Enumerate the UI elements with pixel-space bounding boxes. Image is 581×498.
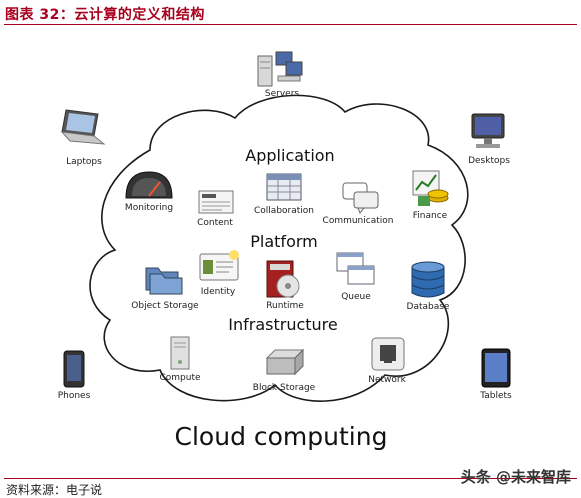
application-layer-label: Application [245, 146, 335, 165]
gauge-icon [125, 171, 173, 199]
spreadsheet-icon [266, 173, 302, 201]
laptops-label: Laptops [66, 157, 102, 167]
compute-label: Compute [159, 373, 201, 383]
hard-drive-icon [265, 348, 305, 376]
network-jack-icon [371, 337, 405, 371]
finance-icon [412, 170, 449, 206]
server-tower-icon [170, 336, 190, 370]
block-storage-label: Block Storage [252, 383, 316, 393]
database-label: Database [406, 302, 450, 312]
desktop-icon [471, 113, 505, 148]
queue-label: Queue [341, 292, 371, 302]
phone-icon [63, 350, 85, 388]
runtime-icon [266, 260, 300, 298]
servers-icon [257, 51, 303, 87]
servers-label: Servers [264, 89, 300, 99]
platform-layer-label: Platform [250, 232, 318, 251]
figure-title: 图表 32：云计算的定义和结构 [5, 7, 205, 23]
identity-label: Identity [200, 287, 236, 297]
collaboration-label: Collaboration [254, 206, 314, 216]
laptop-icon [60, 109, 106, 145]
source-note: 资料来源：电子说 [6, 483, 103, 497]
communication-label: Communication [322, 216, 394, 226]
header-rule [4, 24, 577, 25]
infrastructure-layer-label: Infrastructure [228, 315, 338, 334]
tablets-label: Tablets [480, 391, 512, 401]
footer-rule [4, 478, 577, 479]
runtime-label: Runtime [266, 301, 304, 311]
monitoring-label: Monitoring [124, 203, 174, 213]
desktops-label: Desktops [468, 156, 510, 166]
object-storage-label: Object Storage [131, 301, 199, 311]
chat-bubbles-icon [342, 182, 379, 214]
phones-label: Phones [57, 391, 91, 401]
folders-icon [145, 267, 183, 295]
watermark: 头条 @未来智库 [460, 468, 571, 486]
finance-label: Finance [412, 211, 448, 221]
database-icon [411, 261, 445, 298]
network-label: Network [368, 375, 406, 385]
cloud-computing-title: Cloud computing [174, 422, 388, 451]
tablet-icon [481, 348, 511, 388]
newspaper-icon [198, 190, 234, 214]
content-label: Content [197, 218, 233, 228]
id-card-icon [199, 250, 239, 281]
queue-icon [336, 252, 375, 285]
